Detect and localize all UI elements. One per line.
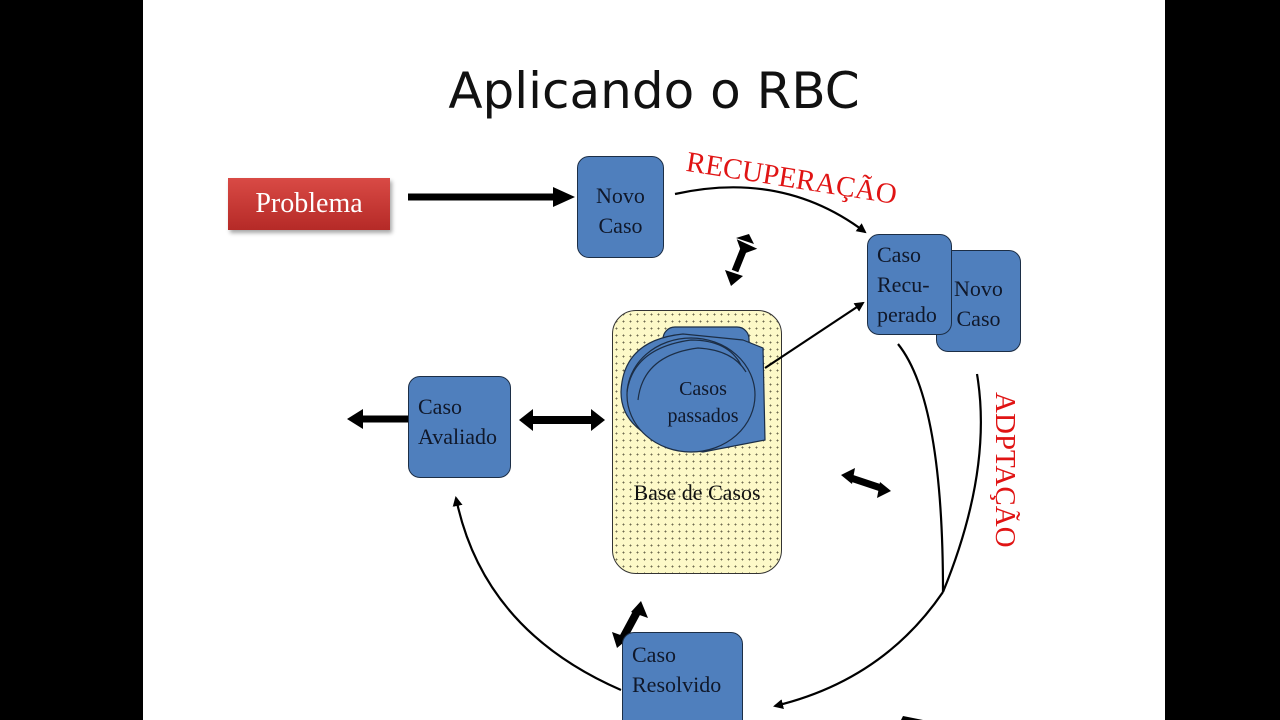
label-adaptacao: ADPTAÇÃO — [989, 392, 1021, 548]
base-de-casos-label: Base de Casos — [633, 480, 761, 505]
casos-arc-1 — [626, 339, 742, 393]
casos-passados-line-1: Casos — [679, 378, 727, 400]
node-novo-caso-copy-line-1: Novo — [954, 276, 1003, 301]
node-novo-caso: Novo Caso — [577, 156, 664, 258]
arc-recuperado-down — [897, 343, 945, 593]
double-arrow-avaliado-base — [519, 409, 605, 431]
casos-passados-label: Casos passados — [648, 376, 758, 430]
arc-resolvido-avaliado — [452, 496, 622, 692]
node-caso-resolvido: Caso Resolvido — [622, 632, 743, 720]
node-caso-resolvido-line-1: Caso — [632, 642, 676, 667]
arc-adaptacao — [941, 373, 982, 593]
double-arrow-right-center — [841, 468, 891, 498]
node-caso-avaliado-line-2: Avaliado — [418, 424, 498, 449]
node-caso-recuperado-line-1: Caso — [877, 242, 921, 267]
diagram-connectors — [347, 186, 982, 720]
arrow-partial-bottom — [901, 716, 923, 720]
arc-to-resolvido — [773, 591, 944, 709]
double-arrow-resolvido-base — [612, 601, 648, 648]
node-novo-caso-line-1: Novo — [596, 183, 645, 208]
casos-arc-2 — [637, 347, 747, 401]
node-caso-recuperado: Caso Recu- perado — [867, 234, 952, 335]
arrow-avaliado-out — [347, 409, 408, 429]
arrow-casos-recuperado — [764, 301, 865, 369]
problema-box: Problema — [228, 178, 390, 230]
node-caso-avaliado-line-1: Caso — [418, 394, 462, 419]
node-caso-recuperado-line-3: perado — [877, 302, 937, 327]
node-caso-resolvido-line-2: Resolvido — [632, 672, 722, 697]
node-caso-recuperado-line-2: Recu- — [877, 272, 930, 297]
slide-title: Aplicando o RBC — [448, 62, 860, 120]
node-novo-caso-line-2: Caso — [598, 213, 643, 238]
arc-recuperacao — [674, 186, 867, 234]
casos-passados-line-2: passados — [667, 405, 739, 427]
node-novo-caso-copy-line-2: Caso — [956, 306, 1001, 331]
arrow-problema-head — [553, 187, 575, 207]
casos-stack-front — [626, 337, 756, 453]
node-caso-avaliado: Caso Avaliado — [408, 376, 511, 478]
casos-passados-stack — [620, 326, 766, 453]
slide: Aplicando o RBC Problema — [143, 0, 1165, 720]
double-arrow-novo-base — [725, 234, 758, 286]
